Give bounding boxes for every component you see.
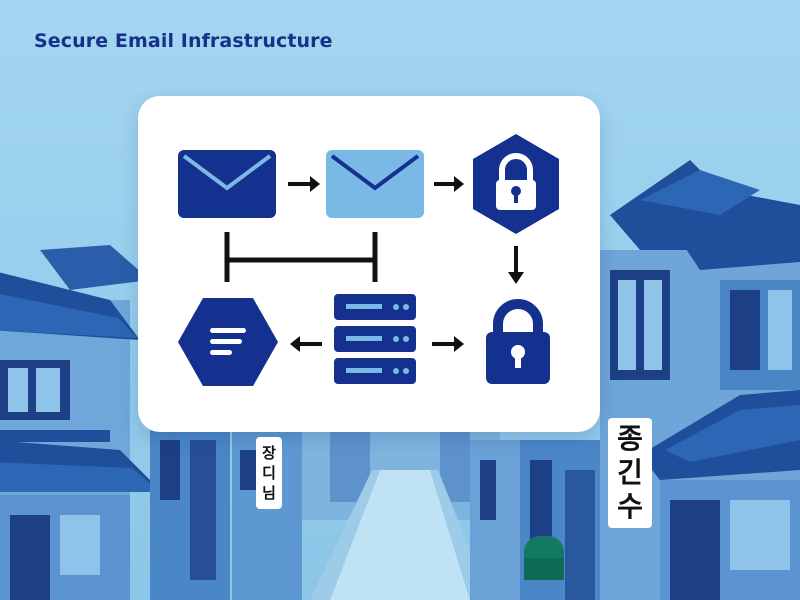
diagram-canvas [178,134,559,386]
email-dark-node [178,150,276,218]
right-buildings [470,160,800,600]
server-stack-icon [334,294,416,384]
arrow-right-2 [434,176,464,192]
sign-char: 수 [617,490,643,523]
green-bin [524,536,564,580]
arrow-left [290,336,322,352]
sign-char: 디 [262,464,276,482]
left-buildings [0,245,302,600]
street-sign-right: 종 긴 수 [608,418,652,528]
street-sign-left: 장 디 님 [256,437,282,509]
server-stack-node [334,294,416,384]
arrow-down [508,246,524,284]
envelope-icon [326,150,424,218]
diagram-card [138,96,600,432]
sign-char: 장 [262,444,276,462]
arrow-right-3 [432,336,464,352]
envelope-icon [178,150,276,218]
sign-char: 종 [617,422,643,455]
page-title: Secure Email Infrastructure [34,30,333,52]
sign-char: 님 [262,484,276,502]
email-light-node [326,150,424,218]
lock-hexagon-node [473,134,559,234]
sign-char: 긴 [617,456,643,489]
message-hexagon-node [178,298,278,386]
padlock-node [486,299,550,384]
arrow-right-1 [288,176,320,192]
padlock-icon [486,299,550,384]
street [330,470,470,600]
bracket-link [224,232,378,282]
